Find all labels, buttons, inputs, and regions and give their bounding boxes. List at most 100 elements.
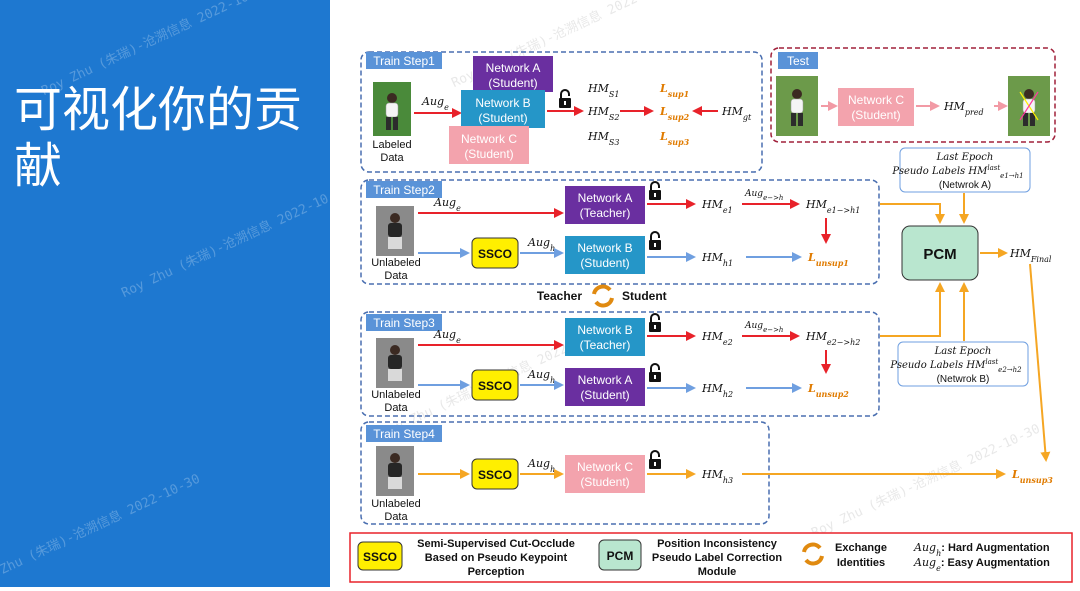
step1-img-label-1: Labeled [372, 139, 411, 151]
loss-sup2: Lsup2 [659, 105, 690, 122]
test-network-c: Network C (Student) [838, 88, 914, 126]
hm-final: HMFinal [1009, 247, 1052, 264]
labeled-image [373, 82, 411, 136]
lock-icon [648, 231, 662, 251]
svg-text:Network A: Network A [486, 61, 541, 75]
exchange-icon [592, 284, 614, 308]
step1-img-label-2: Data [380, 152, 404, 164]
step1-label: Train Step1 [373, 54, 435, 68]
step2-aug-h: Augh [527, 236, 555, 253]
legend-aug-e: Auge: Easy Augmentation [913, 556, 1050, 573]
pseudo-label-note-a: Last Epoch Pseudo Labels HMlaste1→h1 (Ne… [891, 147, 1031, 193]
svg-text:Network B: Network B [577, 241, 632, 255]
title-panel: 可视化你的贡献 [0, 0, 330, 587]
hm-gt: HMgt [721, 105, 752, 122]
legend-ssco-text-3: Perception [468, 566, 525, 578]
hm-s2: HMS2 [587, 105, 619, 122]
legend-exchange-icon [802, 542, 824, 566]
step3-img-label-1: Unlabeled [371, 389, 421, 401]
step1-label-bg [366, 52, 442, 69]
hm-h3: HMh3 [701, 468, 733, 485]
svg-text:(Student): (Student) [580, 388, 629, 402]
svg-text:Network C: Network C [848, 93, 904, 107]
step2-img-label-2: Data [384, 270, 408, 282]
step2-aug-eh: Auge−>h [744, 189, 783, 202]
hm-s1: HMS1 [587, 82, 619, 99]
step4-img-label-1: Unlabeled [371, 498, 421, 510]
exchange-student: Student [622, 289, 667, 303]
test-frame [770, 47, 1056, 143]
train-step1: Train Step1 Labeled Data Auge Network A … [360, 51, 763, 173]
step2-network-teacher: Network A (Teacher) [565, 186, 645, 224]
legend-ssco-text-2: Based on Pseudo Keypoint [425, 552, 568, 564]
svg-text:Network C: Network C [461, 132, 517, 146]
legend-pcm-badge: PCM [598, 539, 642, 571]
step2-img-label-1: Unlabeled [371, 257, 421, 269]
svg-text:SSCO: SSCO [478, 379, 512, 393]
hm-s3: HMS3 [587, 130, 619, 147]
lock-icon [648, 450, 662, 470]
step4-ssco: SSCO [471, 458, 519, 490]
test-input-image [776, 76, 818, 136]
step2-to-pcm-arrow [880, 203, 945, 224]
step3-label: Train Step3 [373, 316, 435, 330]
svg-text:(Teacher): (Teacher) [580, 206, 631, 220]
svg-text:(Student): (Student) [580, 256, 629, 270]
step2-aug-e: Auge [433, 196, 461, 213]
svg-text:SSCO: SSCO [478, 247, 512, 261]
svg-text:Pseudo Labels HMlaste1→h1: Pseudo Labels HMlaste1→h1 [891, 164, 1023, 180]
svg-text:(Student): (Student) [488, 76, 537, 90]
test-label: Test [787, 54, 810, 68]
step2-frame [360, 179, 880, 285]
legend: SSCO Semi-Supervised Cut-Occlude Based o… [349, 532, 1073, 583]
step3-unlabeled-image [376, 338, 414, 388]
lock-icon [648, 181, 662, 201]
step1-aug: Auge [421, 95, 449, 112]
step3-aug-e: Auge [433, 328, 461, 345]
hm-pred: HMpred [943, 100, 984, 117]
legend-exchange-text-2: Identities [837, 557, 885, 569]
exchange-indicator: Teacher Student [537, 284, 667, 308]
step3-to-pcm-arrow [880, 282, 945, 337]
step4-network-c: Network C (Student) [565, 455, 645, 493]
step3-ssco: SSCO [471, 369, 519, 401]
test-section: Test Network C (Student) HMpred [770, 47, 1056, 143]
legend-aug-h: Augh: Hard Augmentation [913, 541, 1050, 558]
train-step2: Train Step2 Unlabeled Data Auge SSCO Aug… [360, 179, 880, 285]
pcm-section: Last Epoch Pseudo Labels HMlaste1→h1 (Ne… [880, 147, 1052, 462]
step3-img-label-2: Data [384, 402, 408, 414]
loss-unsup3: Lunsup3 [1011, 468, 1053, 485]
step2-label: Train Step2 [373, 183, 435, 197]
train-step3: Train Step3 Unlabeled Data Auge SSCO Aug… [360, 311, 880, 417]
legend-ssco-text-1: Semi-Supervised Cut-Occlude [417, 538, 575, 550]
step1-network-a: Network A (Student) [473, 56, 553, 92]
svg-text:Network B: Network B [475, 96, 530, 110]
legend-exchange-text-1: Exchange [835, 542, 887, 554]
step2-network-student: Network B (Student) [565, 236, 645, 274]
hm-e1: HMe1 [701, 198, 733, 215]
svg-text:Network A: Network A [578, 373, 633, 387]
slide-title: 可视化你的贡献 [14, 82, 303, 194]
final-to-loss-arrow [1029, 263, 1051, 462]
lock-icon [648, 363, 662, 383]
loss-sup3: Lsup3 [659, 130, 690, 147]
step1-network-c: Network C (Student) [449, 126, 529, 164]
step4-img-label-2: Data [384, 511, 408, 523]
svg-text:Last Epoch: Last Epoch [934, 346, 992, 357]
legend-frame [349, 532, 1073, 583]
svg-text:(Student): (Student) [478, 111, 527, 125]
svg-text:Network A: Network A [578, 191, 633, 205]
svg-text:Network C: Network C [577, 460, 633, 474]
legend-pcm-text-1: Position Inconsistency [657, 538, 778, 550]
exchange-teacher: Teacher [537, 289, 582, 303]
step1-network-b: Network B (Student) [461, 90, 545, 128]
svg-text:(Netwrok B): (Netwrok B) [937, 374, 990, 385]
lock-icon [648, 313, 662, 333]
svg-text:PCM: PCM [607, 549, 634, 563]
svg-text:Last Epoch: Last Epoch [936, 152, 994, 163]
step1-frame [360, 51, 763, 173]
svg-text:Network B: Network B [577, 323, 632, 337]
hm-e1-h1: HMe1−>h1 [805, 198, 860, 215]
svg-text:SSCO: SSCO [363, 550, 397, 564]
